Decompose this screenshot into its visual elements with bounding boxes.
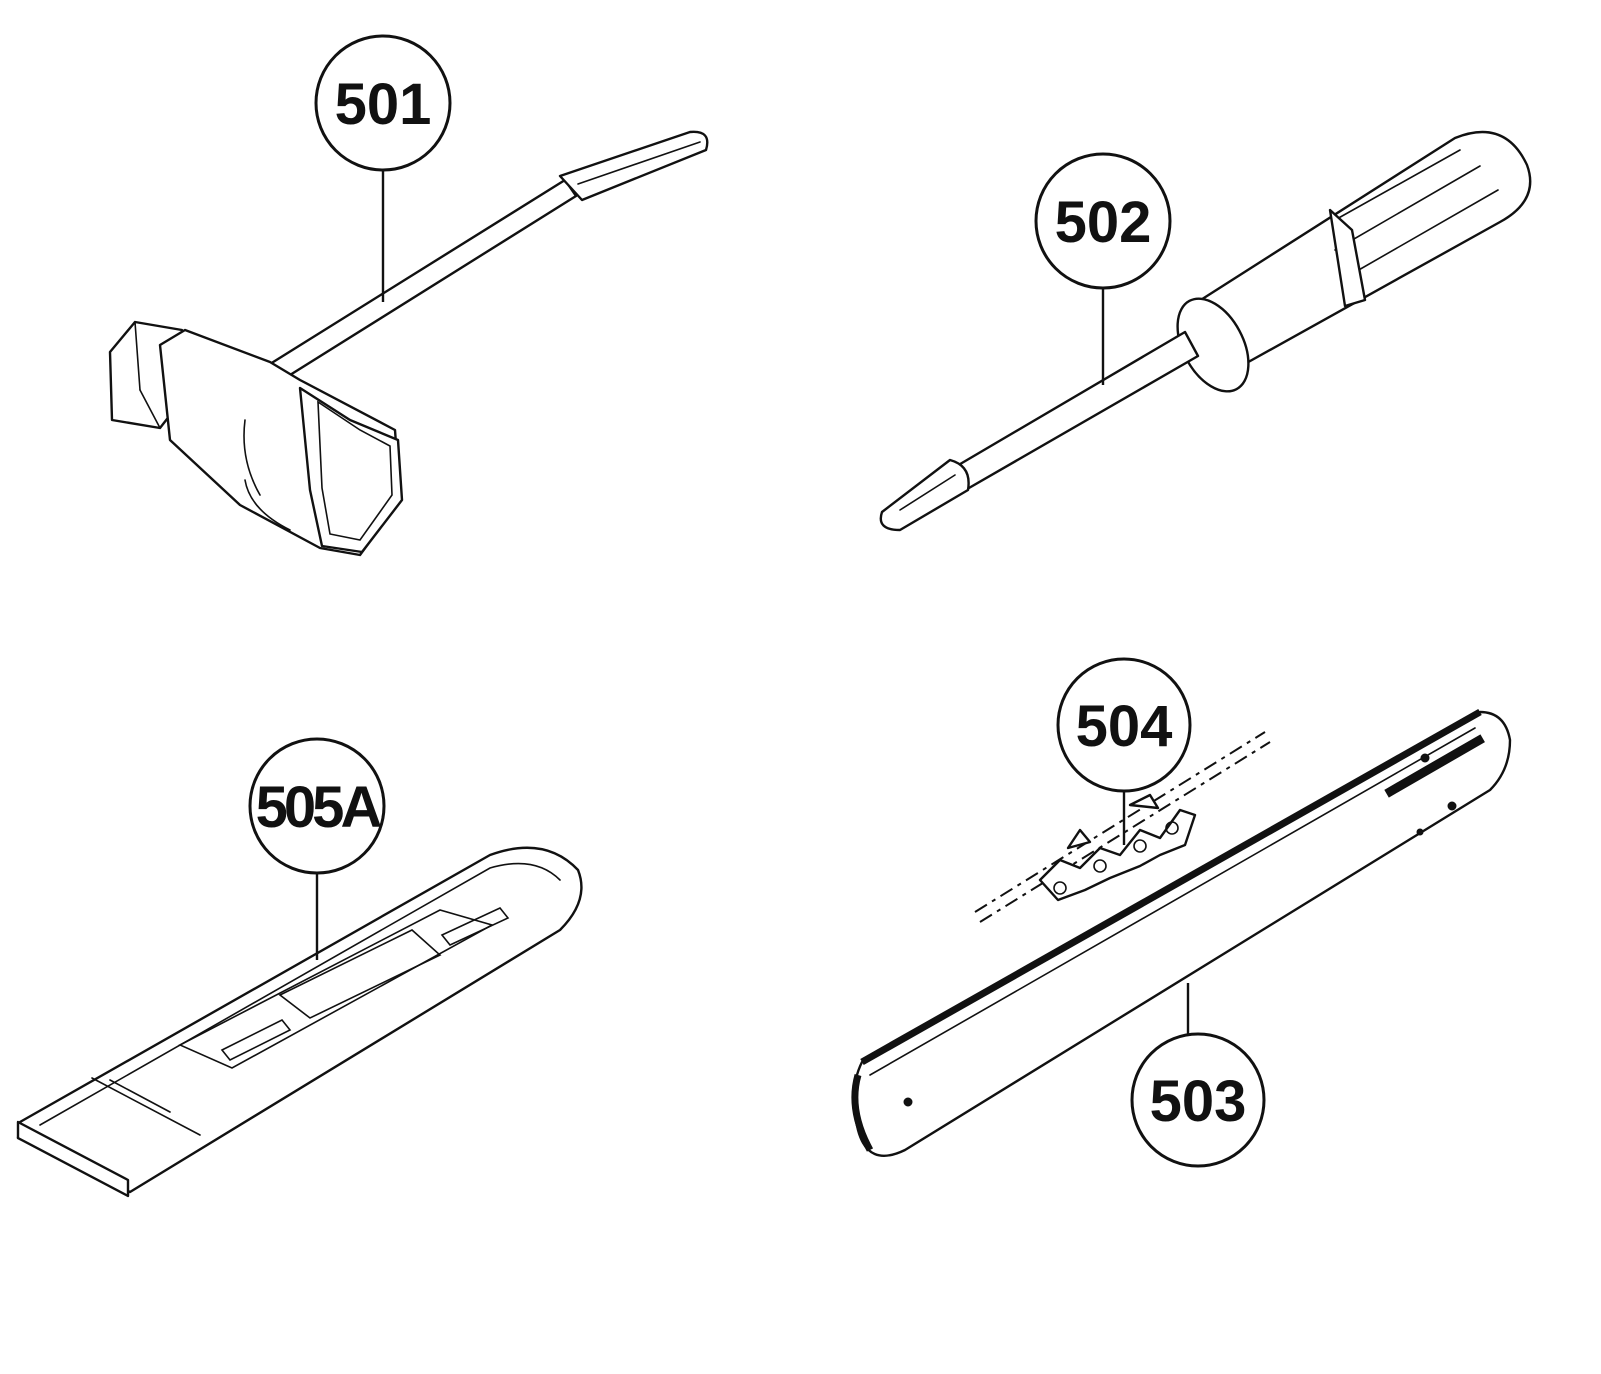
screwdriver-drawing xyxy=(879,130,1532,532)
callout-503: 503 xyxy=(1130,1032,1266,1168)
callout-label-502: 502 xyxy=(1055,190,1152,255)
callout-bubble xyxy=(248,737,386,875)
callout-label-503: 503 xyxy=(1150,1069,1247,1134)
callout-502: 502 xyxy=(1034,152,1172,290)
callout-label-505A: 505A xyxy=(256,775,382,840)
leader-lines xyxy=(315,170,1190,1040)
callout-label-504: 504 xyxy=(1076,694,1173,759)
callout-bubble xyxy=(1034,152,1172,290)
bar-cover-drawing xyxy=(16,846,583,1198)
socket-wrench-drawing xyxy=(108,130,709,557)
callout-504: 504 xyxy=(1056,657,1192,793)
guide-bar-drawing xyxy=(851,708,1512,1157)
callout-501: 501 xyxy=(314,34,452,172)
callout-label-501: 501 xyxy=(335,72,432,137)
callout-505A: 505A xyxy=(248,737,386,875)
callout-bubble xyxy=(314,34,452,172)
callout-bubble xyxy=(1056,657,1192,793)
callout-bubble xyxy=(1130,1032,1266,1168)
